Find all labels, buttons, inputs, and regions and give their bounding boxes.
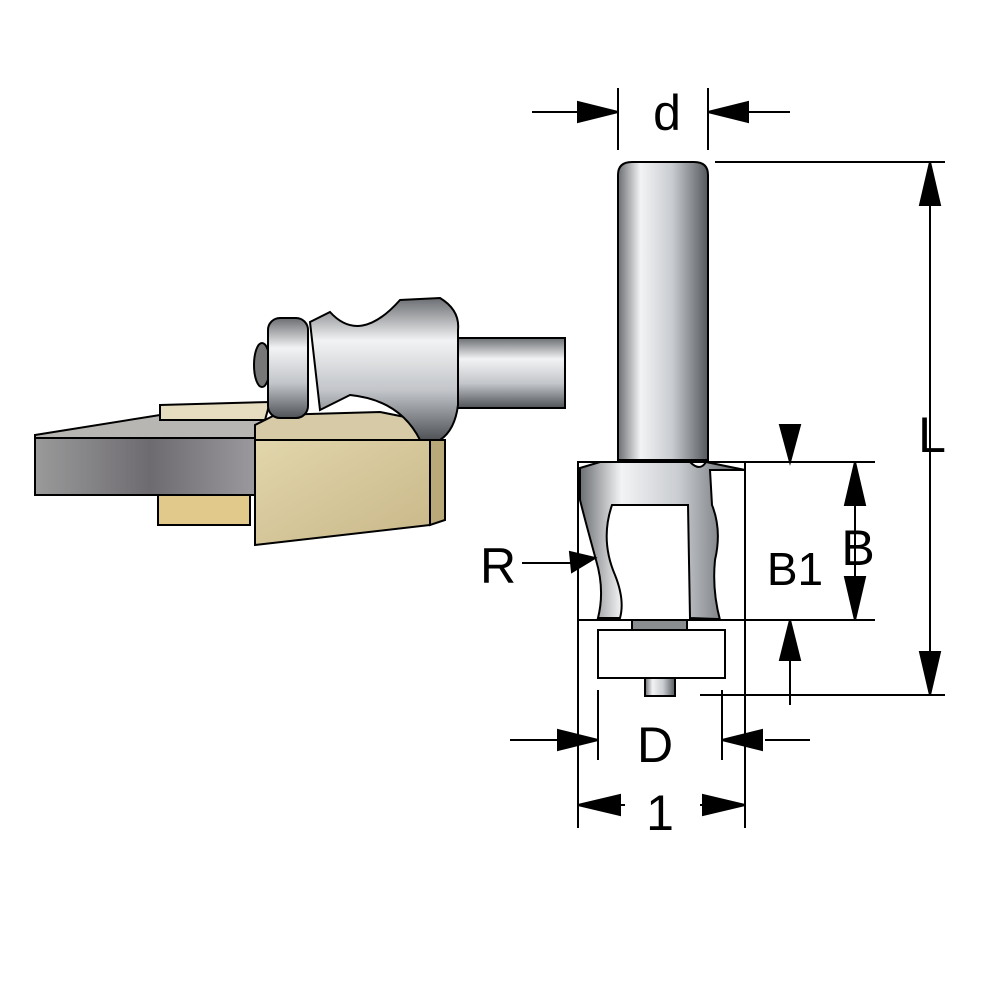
bearing [597,629,726,679]
edge-block [254,439,431,547]
label-d: d [653,85,681,141]
label-B1: B1 [767,543,823,595]
router-bit-horizontal [253,296,566,441]
horizontal-shank [454,337,566,409]
router-bit-side-view [577,161,746,697]
label-1: 1 [646,785,674,841]
granite-slab [34,437,266,496]
bearing-horizontal [267,317,309,419]
cutter-horizontal [308,296,460,441]
shank [617,161,709,461]
bearing-pin [644,677,676,697]
cutter-body [579,460,746,622]
workpiece-illustration [34,400,446,547]
bearing-top-pin [631,619,688,631]
dimension-lines [510,88,945,828]
cutter-profile-right [708,469,746,621]
wood-top [159,400,272,421]
label-D: D [637,717,673,773]
edge-block-side [429,439,446,527]
label-B: B [841,520,874,576]
label-L: L [918,407,946,463]
label-R: R [480,538,516,594]
